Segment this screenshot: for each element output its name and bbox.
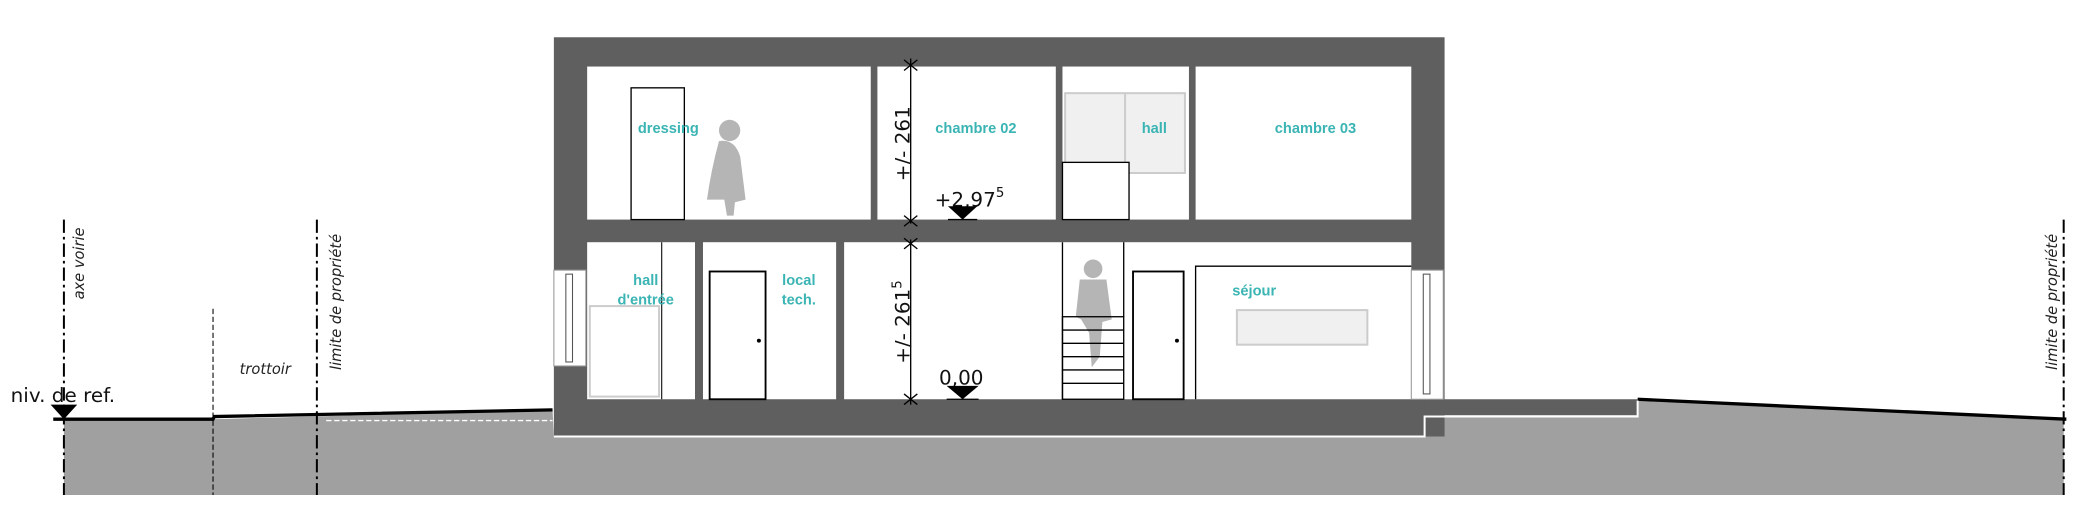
hall-railing <box>1061 161 1130 221</box>
sejour-window <box>1235 309 1369 346</box>
sejour-door <box>1132 270 1185 401</box>
door-handle <box>1174 338 1179 343</box>
room-label-dressing: dressing <box>638 121 699 137</box>
site-axis-lines <box>62 219 2065 496</box>
window-left-frame <box>565 273 574 363</box>
level-marker-upper <box>947 206 978 220</box>
staircase <box>1061 242 1125 400</box>
upper-height-dimension: +/- 261 <box>890 106 914 181</box>
foundation-outline <box>553 400 1639 438</box>
window-right <box>1410 269 1444 400</box>
terrain-line-left <box>53 408 553 421</box>
terrain-line-right <box>1637 397 2067 421</box>
person-silhouette-ground <box>1075 259 1112 368</box>
room-label-hall-entree-2: d'entrée <box>618 293 674 309</box>
reference-level-marker <box>50 404 78 420</box>
room-label-chambre-02: chambre 02 <box>935 121 1016 137</box>
property-limit-right-label: limite de propriété <box>2044 234 2061 370</box>
foundation-step-right <box>1424 399 1638 416</box>
person-silhouette-upper <box>706 119 746 216</box>
dimension-lines <box>903 58 918 406</box>
ground-height-dimension: +/- 2615 <box>890 280 914 364</box>
room-label-local-1: local <box>782 273 815 289</box>
window-right-frame <box>1422 273 1431 395</box>
room-label-hall-entree-1: hall <box>633 273 658 289</box>
sejour-wall-line <box>1194 265 1412 400</box>
level-upper: +2,975 <box>935 186 1005 211</box>
room-label-local-2: tech. <box>782 293 816 309</box>
ground-fill <box>63 400 2064 496</box>
window-left <box>553 269 587 367</box>
road-axis-label: axe voirie <box>71 227 88 299</box>
dressing-door <box>630 87 686 221</box>
reference-level-label: niv. de ref. <box>11 383 115 407</box>
level-marker-ground <box>946 385 979 400</box>
room-label-sejour: séjour <box>1232 283 1276 299</box>
door-handle <box>756 338 761 343</box>
property-limit-left-label: limite de propriété <box>328 234 345 370</box>
local-tech-door <box>708 270 767 401</box>
room-label-hall-upper: hall <box>1142 121 1167 137</box>
room-label-chambre-03: chambre 03 <box>1275 121 1356 137</box>
sidewalk-label: trottoir <box>240 361 292 378</box>
level-ground: 0,00 <box>939 366 983 390</box>
ground-floor <box>587 242 1412 400</box>
entrance-glass-door <box>588 305 661 398</box>
